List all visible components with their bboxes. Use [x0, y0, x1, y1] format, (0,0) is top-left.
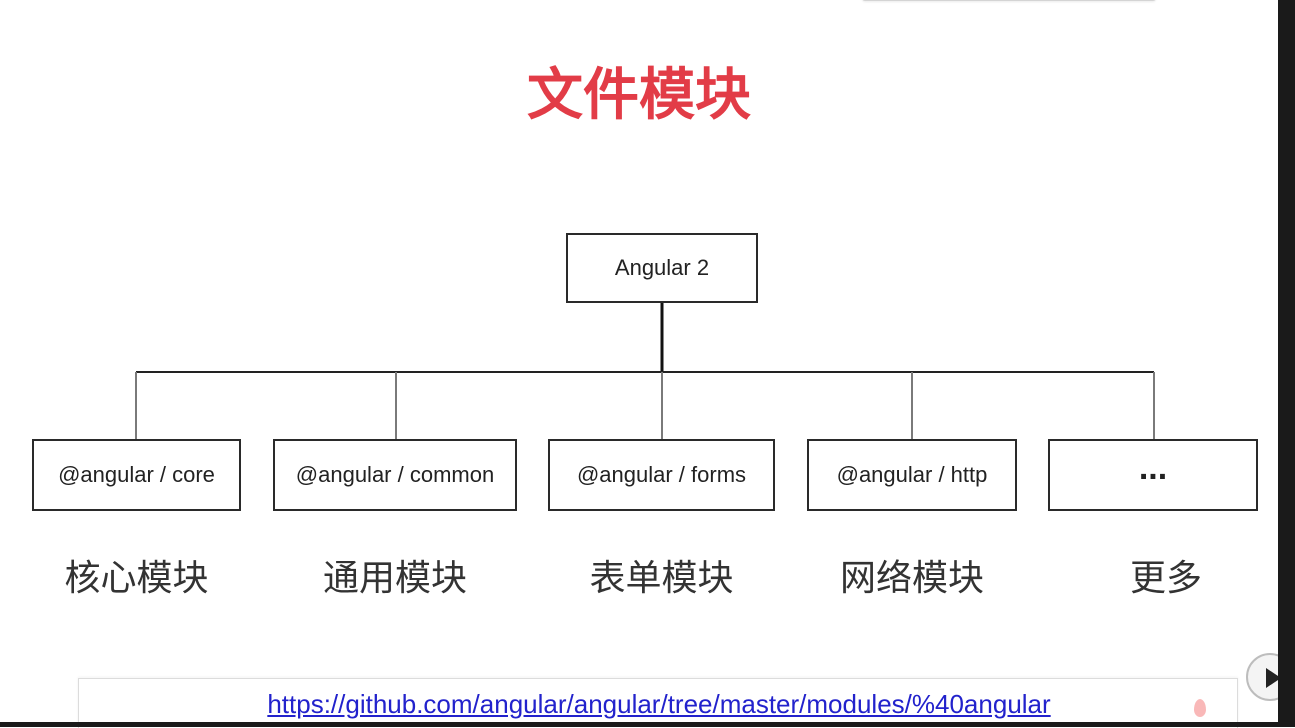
module-package-label: ...	[1138, 448, 1168, 487]
root-label: Angular 2	[614, 255, 710, 280]
module-package-label: @angular / core	[58, 462, 215, 487]
github-modules-link[interactable]: https://github.com/angular/angular/tree/…	[267, 689, 1051, 719]
module-caption-common: 通用模块	[322, 558, 467, 599]
module-package-label: @angular / forms	[576, 462, 747, 487]
module-caption-core: 核心模块	[64, 558, 209, 599]
module-caption-forms: 表单模块	[589, 558, 734, 599]
module-node-http: @angular / http	[807, 439, 1017, 511]
window-frame-bottom	[0, 722, 1295, 727]
module-package-label: @angular / common	[295, 462, 495, 487]
flame-icon	[1194, 699, 1206, 717]
module-node-more: ...	[1048, 439, 1258, 511]
module-caption-more: 更多	[1129, 558, 1202, 599]
footer-link-bar: https://github.com/angular/angular/tree/…	[78, 678, 1238, 728]
module-package-label: @angular / http	[836, 462, 988, 487]
module-node-common: @angular / common	[273, 439, 517, 511]
module-caption-http: 网络模块	[839, 558, 984, 599]
play-icon	[1266, 668, 1281, 688]
window-frame-right	[1278, 0, 1295, 727]
module-node-core: @angular / core	[32, 439, 241, 511]
watermark	[1194, 694, 1208, 722]
root-node: Angular 2	[566, 233, 758, 303]
slide-title: 文件模块	[527, 63, 751, 128]
module-node-forms: @angular / forms	[548, 439, 775, 511]
